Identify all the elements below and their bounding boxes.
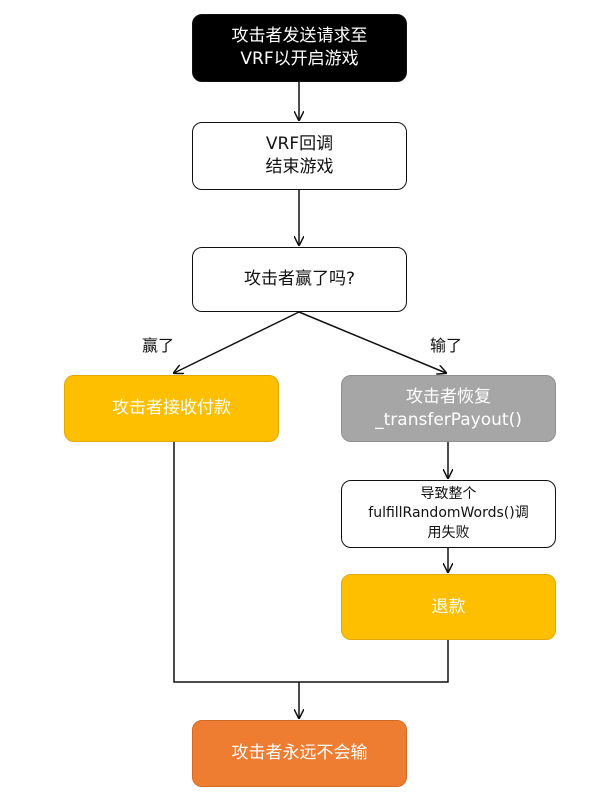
node-refund: 退款 (341, 574, 556, 640)
node-start-line-2: VRF以开启游戏 (240, 49, 359, 69)
node-attacker-reverts: 攻击者恢复 _transferPayout() (341, 375, 556, 442)
node-attacker-reverts-line-1: 攻击者恢复 (406, 386, 491, 407)
edge-label-lose: 输了 (430, 336, 463, 355)
node-attacker-reverts-line-2: _transferPayout() (375, 409, 522, 430)
node-vrf-callback: VRF回调 结束游戏 (192, 122, 407, 190)
node-fulfill-fails-line-1: 导致整个 (420, 485, 477, 502)
node-attacker-receives-payment-text: 攻击者接收付款 (112, 398, 231, 419)
node-fulfill-fails-line-3: 用失败 (427, 524, 470, 541)
node-fulfill-fails-line-2: fulfillRandomWords()调 (368, 505, 529, 522)
node-decision: 攻击者赢了吗? (192, 247, 407, 312)
edge-label-win: 赢了 (142, 336, 175, 355)
node-attacker-never-loses: 攻击者永远不会输 (192, 720, 407, 787)
node-attacker-never-loses-text: 攻击者永远不会输 (231, 743, 368, 764)
edge-refund-to-merge (299, 640, 449, 683)
node-start-line-1: 攻击者发送请求至 (231, 26, 368, 47)
edge-win-to-merge (173, 442, 299, 683)
node-attacker-receives-payment: 攻击者接收付款 (64, 375, 279, 442)
node-fulfill-fails: 导致整个 fulfillRandomWords()调 用失败 (341, 480, 556, 548)
edge-decision-to-revert (298, 311, 446, 373)
node-refund-text: 退款 (431, 596, 466, 617)
node-vrf-callback-line-1: VRF回调 (265, 134, 334, 155)
node-decision-text: 攻击者赢了吗? (243, 269, 356, 290)
node-start: 攻击者发送请求至 VRF以开启游戏 (192, 14, 407, 82)
node-vrf-callback-line-2: 结束游戏 (265, 157, 334, 177)
edge-decision-to-win (174, 311, 300, 373)
